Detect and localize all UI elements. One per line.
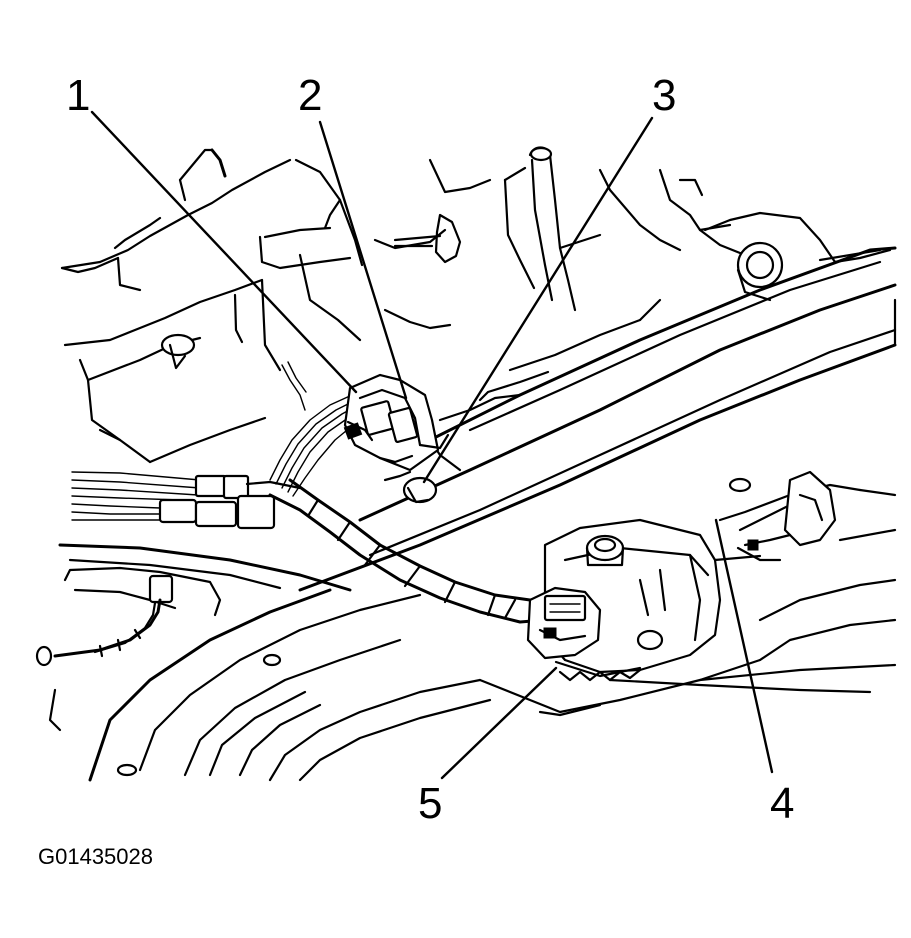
callout-2: 2 <box>298 71 322 120</box>
lower-body-panels <box>48 543 897 782</box>
leader-line-3 <box>422 116 654 484</box>
upper-right-mount <box>703 211 892 302</box>
lower-left-connector <box>35 566 222 667</box>
leader-line-2 <box>318 120 408 400</box>
connector-2 <box>343 373 450 472</box>
callout-1: 1 <box>66 71 90 120</box>
callout-3: 3 <box>652 71 676 120</box>
upper-brackets <box>258 158 492 342</box>
leader-lines <box>90 110 774 780</box>
leader-line-5 <box>440 666 558 780</box>
module-assembly <box>526 518 722 682</box>
callout-5: 5 <box>418 779 442 828</box>
leader-line-4 <box>714 518 774 774</box>
right-bracket <box>713 470 897 562</box>
upper-left-panel <box>60 148 292 464</box>
wiring-harness <box>71 361 552 624</box>
fastener-3 <box>383 470 438 504</box>
callout-4: 4 <box>770 779 794 828</box>
figure-id: G01435028 <box>38 844 153 869</box>
leader-line-1 <box>90 110 358 394</box>
